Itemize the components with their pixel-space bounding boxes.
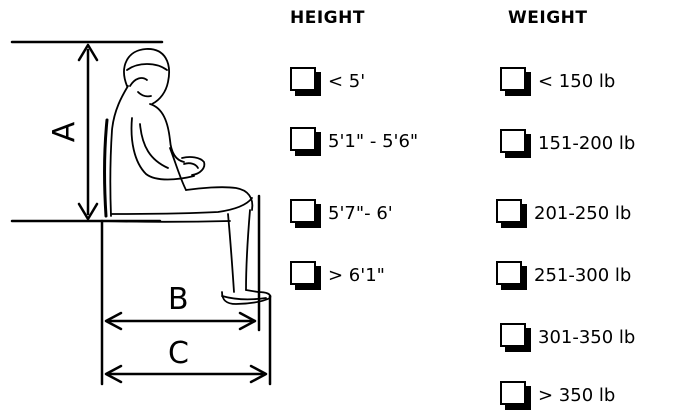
height-option-5-1-to-5-6[interactable]: 5'1" - 5'6": [290, 124, 418, 158]
dimension-b-arrow-right: [238, 311, 257, 331]
dimension-c-arrow-left: [104, 364, 123, 384]
height-option-under-5[interactable]: < 5': [290, 64, 365, 98]
dimension-a-arrow-top: [77, 43, 99, 62]
dimension-c-arrow-right: [249, 364, 268, 384]
weight-option-label: 151-200 lb: [538, 132, 636, 154]
height-option-over-6-1[interactable]: > 6'1": [290, 258, 385, 292]
weight-option-301-350[interactable]: 301-350 lb: [500, 320, 635, 354]
dimension-b-label: B: [168, 282, 189, 317]
weight-option-over-350[interactable]: > 350 lb: [500, 378, 615, 412]
weight-option-label: 301-350 lb: [538, 326, 636, 348]
weight-option-under-150[interactable]: < 150 lb: [500, 64, 615, 98]
weight-option-151-200[interactable]: 151-200 lb: [500, 126, 635, 160]
checkbox-icon[interactable]: [496, 199, 526, 227]
height-option-label: 5'1" - 5'6": [328, 130, 419, 152]
dimension-a-label: A: [47, 121, 82, 143]
dimension-a-arrow-bottom: [77, 202, 99, 221]
seated-person-outline: [101, 48, 272, 305]
checkbox-icon[interactable]: [500, 129, 530, 157]
checkbox-icon[interactable]: [500, 323, 530, 351]
weight-option-label: 201-250 lb: [534, 202, 632, 224]
weight-option-label: > 350 lb: [538, 384, 616, 406]
weight-option-251-300[interactable]: 251-300 lb: [496, 258, 631, 292]
checkbox-icon[interactable]: [500, 67, 530, 95]
checkbox-icon[interactable]: [290, 67, 320, 95]
height-option-label: 5'7"- 6': [328, 202, 393, 224]
dimension-c-label: C: [168, 336, 189, 371]
checkbox-icon[interactable]: [496, 261, 526, 289]
weight-option-201-250[interactable]: 201-250 lb: [496, 196, 631, 230]
height-option-label: < 5': [328, 70, 366, 92]
checkbox-icon[interactable]: [500, 381, 530, 409]
weight-header: WEIGHT: [508, 8, 588, 28]
checkbox-icon[interactable]: [290, 199, 320, 227]
checkbox-icon[interactable]: [290, 261, 320, 289]
height-option-5-7-to-6[interactable]: 5'7"- 6': [290, 196, 393, 230]
weight-option-label: 251-300 lb: [534, 264, 632, 286]
weight-option-label: < 150 lb: [538, 70, 616, 92]
height-option-label: > 6'1": [328, 264, 385, 286]
height-header: HEIGHT: [290, 8, 365, 28]
dimension-b-arrow-left: [104, 311, 123, 331]
checkbox-icon[interactable]: [290, 127, 320, 155]
